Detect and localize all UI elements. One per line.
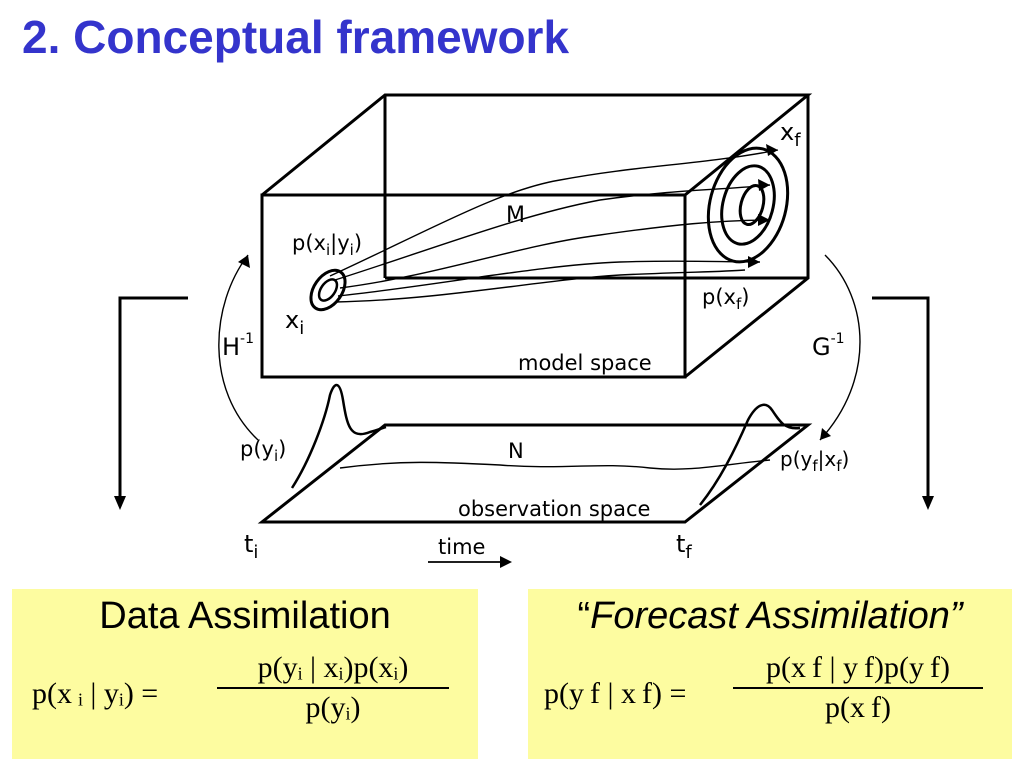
data-assimilation-lhs: p(x ᵢ | yᵢ) = xyxy=(32,677,159,710)
forecast-observation-curve xyxy=(699,403,801,506)
label-xi: x xyxy=(285,306,299,334)
right-bracket xyxy=(872,296,930,500)
label-model-operator: M xyxy=(506,203,525,228)
label-h-inverse: H xyxy=(222,333,240,361)
forecast-assimilation-lhs: p(y f | x f) = xyxy=(544,677,687,710)
prior-observation-curve xyxy=(290,383,387,489)
label-g-inverse: G xyxy=(812,333,831,361)
h-inverse-arc xyxy=(218,254,259,441)
label-p-xi-yi: p(x xyxy=(292,231,326,255)
forecast-assimilation-fraction: p(x f | y f)p(y f) p(x f) xyxy=(733,651,983,725)
label-p-yi: p(y xyxy=(240,437,274,461)
final-state-outer xyxy=(706,146,790,264)
label-time: time xyxy=(438,535,485,559)
g-inverse-arc xyxy=(819,254,861,441)
trajectory-1 xyxy=(329,149,779,277)
data-assimilation-denominator: p(yᵢ) xyxy=(305,691,361,724)
svg-text:ti: ti xyxy=(244,530,258,563)
forecast-assimilation-box: “Forecast Assimilation” p(y f | x f) = p… xyxy=(528,589,1012,759)
label-model-space: model space xyxy=(518,351,652,375)
final-state-middle xyxy=(720,164,776,246)
model-box-top xyxy=(261,93,813,197)
label-ti: t xyxy=(244,530,253,558)
svg-text:H-1: H-1 xyxy=(222,331,254,361)
trajectory-5 xyxy=(334,269,746,303)
trajectory-3 xyxy=(339,219,771,289)
observation-plane xyxy=(257,423,813,524)
forecast-assimilation-denominator: p(x f) xyxy=(825,691,891,724)
slide-title: 2. Conceptual framework xyxy=(22,11,570,63)
trajectory-2 xyxy=(334,184,771,281)
svg-text:tf: tf xyxy=(676,530,692,563)
svg-text:G-1: G-1 xyxy=(812,331,845,361)
forecast-assimilation-numerator: p(x f | y f)p(y f) xyxy=(766,651,950,684)
initial-state-outer xyxy=(309,268,347,312)
label-observation-operator: N xyxy=(508,439,524,463)
data-assimilation-numerator: p(yᵢ | xᵢ)p(xᵢ) xyxy=(257,651,409,684)
label-tf: t xyxy=(676,530,685,558)
svg-text:p(xf): p(xf) xyxy=(702,285,749,313)
model-box-front xyxy=(260,193,687,379)
label-observation-space: observation space xyxy=(458,497,650,521)
data-assimilation-title: Data Assimilation xyxy=(99,595,391,637)
label-p-xf: p(x xyxy=(702,285,736,309)
observation-trajectory xyxy=(339,459,771,470)
label-p-yf-xf: p(y xyxy=(780,447,812,471)
svg-text:p(xi|yi): p(xi|yi) xyxy=(292,231,362,259)
svg-text:p(yi): p(yi) xyxy=(240,437,286,465)
svg-text:xi: xi xyxy=(285,306,304,339)
forecast-assimilation-title: “Forecast Assimilation” xyxy=(577,595,963,637)
trajectory-4 xyxy=(337,260,761,297)
conceptual-diagram: xf M p(xi|yi) xi p(xf) H-1 G-1 model spa… xyxy=(114,93,934,568)
svg-text:xf: xf xyxy=(780,118,801,151)
data-assimilation-fraction: p(yᵢ | xᵢ)p(xᵢ) p(yᵢ) xyxy=(217,651,449,725)
label-xf: x xyxy=(780,118,794,146)
initial-state-inner xyxy=(317,278,339,302)
svg-text:p(yf|xf): p(yf|xf) xyxy=(780,447,849,475)
left-bracket xyxy=(118,296,188,500)
data-assimilation-box: Data Assimilation p(x ᵢ | yᵢ) = p(yᵢ | x… xyxy=(12,589,478,759)
